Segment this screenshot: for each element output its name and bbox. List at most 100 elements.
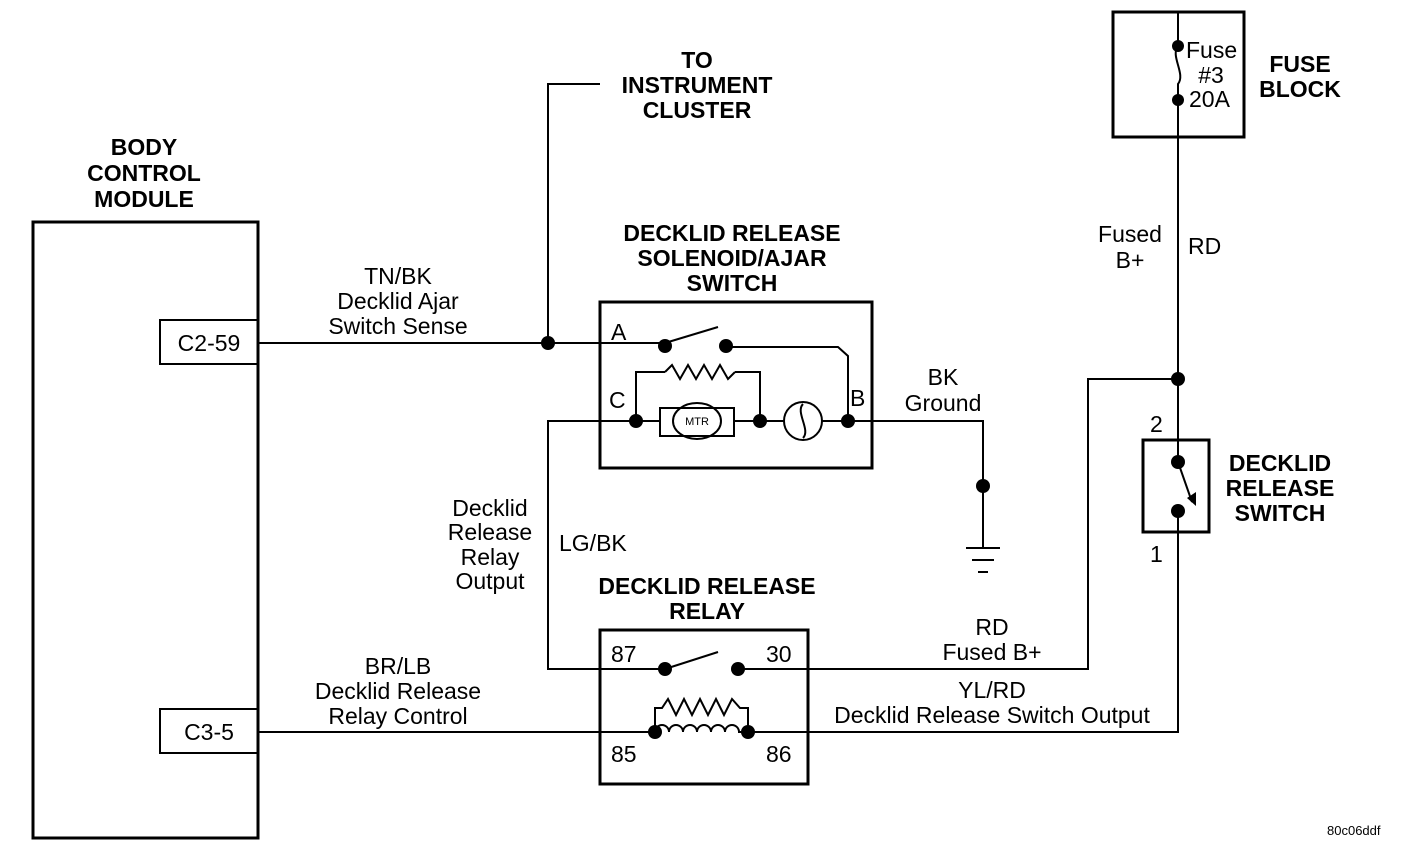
decklid-release-solenoid: DECKLID RELEASE SOLENOID/AJAR SWITCH A C… bbox=[598, 220, 874, 470]
bcm-outline bbox=[31, 220, 260, 840]
instrument-cluster: TO INSTRUMENT CLUSTER bbox=[622, 47, 773, 123]
junction-dot bbox=[1172, 94, 1184, 106]
junction-dot bbox=[629, 414, 643, 428]
junction-dot bbox=[741, 725, 755, 739]
relay-title-line-2: RELAY bbox=[669, 598, 745, 624]
instrument-cluster-line-2: INSTRUMENT bbox=[622, 72, 773, 98]
release-switch-title-line-2: RELEASE bbox=[1226, 475, 1335, 501]
relay-coil-icon bbox=[654, 724, 748, 733]
junction-dot bbox=[658, 662, 672, 676]
relay-fused-color: RD bbox=[975, 614, 1008, 640]
ground-wire-color: BK bbox=[928, 364, 959, 390]
relay-pin-30: 30 bbox=[766, 641, 792, 667]
junction-dot bbox=[648, 725, 662, 739]
solenoid-title-line-2: SOLENOID/AJAR bbox=[637, 245, 827, 271]
switch-output-color: YL/RD bbox=[958, 677, 1026, 703]
relay-control-label-2: Relay Control bbox=[328, 703, 467, 729]
release-switch-arrow-icon bbox=[1187, 492, 1196, 506]
figure-id: 80c06ddf bbox=[1327, 823, 1381, 838]
solenoid-title-line-1: DECKLID RELEASE bbox=[623, 220, 840, 246]
fuse-block-title-line-1: FUSE bbox=[1269, 51, 1330, 77]
junction-dot bbox=[1171, 372, 1185, 386]
fuse-label-line-2: #3 bbox=[1198, 62, 1224, 88]
relay-resistor bbox=[654, 696, 749, 732]
wire-relay-fused-b-plus bbox=[738, 378, 1178, 670]
relay-outline bbox=[598, 628, 810, 786]
decklid-release-relay: DECKLID RELEASE RELAY 87 30 85 86 bbox=[598, 573, 816, 786]
body-control-module: BODY CONTROL MODULE C2-59 C3-5 bbox=[31, 134, 260, 840]
wire-switch-output bbox=[748, 511, 1179, 733]
solenoid-resistor bbox=[664, 362, 736, 382]
wires bbox=[258, 83, 1179, 733]
wire-to-instrument-cluster bbox=[547, 83, 600, 343]
release-switch-title-line-3: SWITCH bbox=[1235, 500, 1326, 526]
relay-contact-blade bbox=[664, 651, 719, 670]
wire-relay-output bbox=[547, 420, 665, 670]
bcm-pin-c3-5: C3-5 bbox=[184, 719, 234, 745]
ground-wire-label: Ground bbox=[905, 390, 982, 416]
ajar-switch-wire bbox=[726, 346, 849, 421]
fused-b-plus-color: RD bbox=[1188, 233, 1221, 259]
junction-dot bbox=[731, 662, 745, 676]
motor-icon bbox=[672, 402, 722, 440]
solenoid-coil-left-lead bbox=[635, 371, 665, 421]
bcm-pin-c2-59: C2-59 bbox=[178, 330, 241, 356]
release-switch-pin-2: 2 bbox=[1150, 411, 1163, 437]
ajar-sense-label-2: Switch Sense bbox=[328, 313, 467, 339]
release-switch-outline bbox=[1141, 438, 1211, 534]
junction-dot bbox=[541, 336, 555, 350]
junction-dot bbox=[658, 339, 672, 353]
breaker-curve bbox=[799, 403, 807, 439]
wire-labels: TN/BK Decklid Ajar Switch Sense Decklid … bbox=[315, 221, 1381, 838]
fuse-label-line-1: Fuse bbox=[1186, 37, 1237, 63]
solenoid-coil-right-lead bbox=[735, 371, 761, 421]
fuse-icon bbox=[1174, 12, 1182, 100]
release-switch-pin-1: 1 bbox=[1150, 541, 1163, 567]
junction-dot bbox=[753, 414, 767, 428]
ajar-sense-label-1: Decklid Ajar bbox=[337, 288, 459, 314]
release-switch-blade bbox=[1177, 461, 1193, 503]
solenoid-terminal-c: C bbox=[609, 387, 626, 413]
switch-output-label: Decklid Release Switch Output bbox=[834, 702, 1150, 728]
ajar-sense-color: TN/BK bbox=[364, 263, 432, 289]
fused-b-plus-label-2: B+ bbox=[1116, 247, 1145, 273]
motor-label: MTR bbox=[685, 416, 709, 428]
relay-title-line-1: DECKLID RELEASE bbox=[598, 573, 815, 599]
instrument-cluster-line-3: CLUSTER bbox=[643, 97, 752, 123]
decklid-release-switch: 2 1 DECKLID RELEASE SWITCH bbox=[1141, 411, 1335, 567]
relay-fused-label: Fused B+ bbox=[942, 639, 1041, 665]
solenoid-terminal-b: B bbox=[850, 385, 865, 411]
bcm-title-line-3: MODULE bbox=[94, 186, 194, 212]
instrument-cluster-line-1: TO bbox=[681, 47, 713, 73]
relay-output-label-4: Output bbox=[455, 568, 525, 594]
bcm-title-line-1: BODY bbox=[111, 134, 177, 160]
fuse-block-title-line-2: BLOCK bbox=[1259, 76, 1341, 102]
solenoid-outline bbox=[598, 300, 874, 470]
relay-control-color: BR/LB bbox=[365, 653, 431, 679]
solenoid-title-line-3: SWITCH bbox=[687, 270, 778, 296]
relay-output-label-3: Relay bbox=[461, 544, 520, 570]
junction-dot bbox=[976, 479, 990, 493]
ground-symbol-icon bbox=[966, 547, 1000, 573]
ajar-switch-blade bbox=[664, 326, 719, 344]
relay-control-label-1: Decklid Release bbox=[315, 678, 481, 704]
relay-pin-87: 87 bbox=[611, 641, 637, 667]
junction-dot bbox=[841, 414, 855, 428]
bcm-title-line-2: CONTROL bbox=[87, 160, 201, 186]
junction-dot bbox=[1171, 455, 1185, 469]
solenoid-terminal-a: A bbox=[611, 319, 627, 345]
relay-output-color: LG/BK bbox=[559, 530, 627, 556]
junction-dot bbox=[719, 339, 733, 353]
junction-dots bbox=[541, 40, 1185, 739]
relay-output-label-1: Decklid bbox=[452, 495, 527, 521]
relay-output-label-2: Release bbox=[448, 519, 532, 545]
junction-dot bbox=[1172, 40, 1184, 52]
fuse-label-line-3: 20A bbox=[1189, 86, 1231, 112]
relay-pin-85: 85 bbox=[611, 741, 637, 767]
fuse-block: Fuse #3 20A FUSE BLOCK bbox=[1111, 10, 1341, 139]
wire-ground bbox=[848, 420, 984, 548]
relay-pin-86: 86 bbox=[766, 741, 792, 767]
fused-b-plus-label-1: Fused bbox=[1098, 221, 1162, 247]
